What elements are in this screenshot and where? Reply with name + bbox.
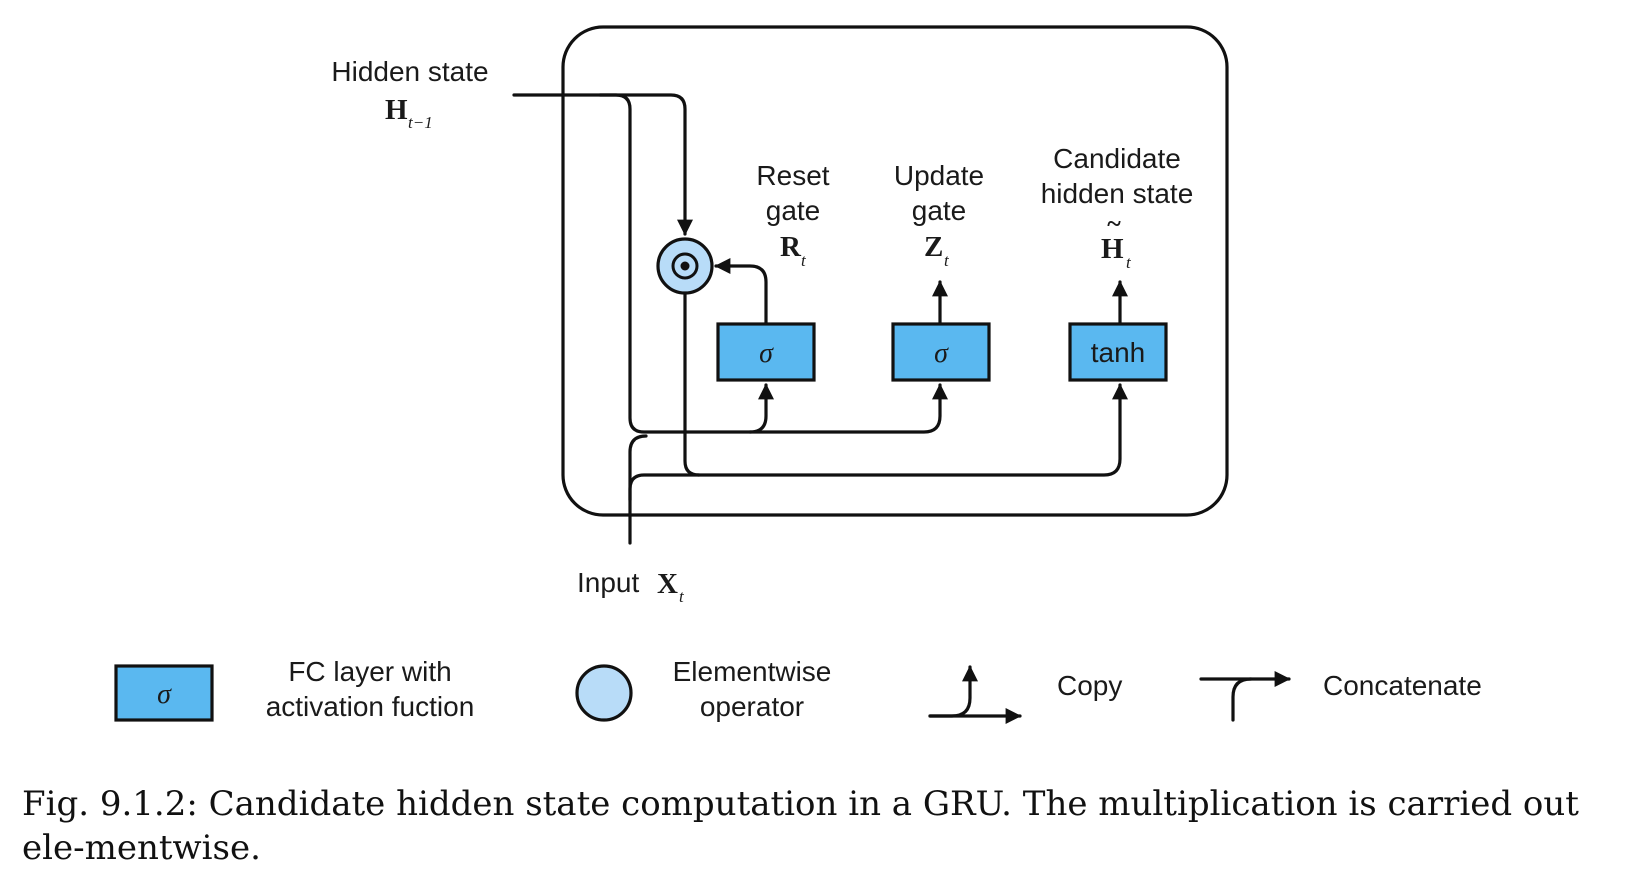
candidate-tilde: ~ bbox=[1107, 209, 1121, 238]
update-gate-subscript: t bbox=[944, 251, 950, 270]
update-fc-label: σ bbox=[934, 338, 949, 369]
update-gate-label-line2: gate bbox=[912, 195, 967, 226]
input-label: Input bbox=[577, 567, 639, 598]
hidden-state-label: Hidden state bbox=[331, 56, 488, 87]
reset-gate-subscript: t bbox=[801, 251, 807, 270]
reset-gate-label-line1: Reset bbox=[756, 160, 829, 191]
legend-fc-symbol: σ bbox=[157, 679, 172, 710]
gru-cell-boundary bbox=[561, 25, 1229, 517]
input-symbol: X bbox=[657, 568, 678, 600]
reset-to-operator-wire bbox=[714, 258, 768, 325]
input-subscript: t bbox=[679, 587, 685, 606]
update-gate-symbol: Z bbox=[924, 231, 943, 263]
reset-fc-label: σ bbox=[759, 338, 774, 369]
figure-caption: Fig. 9.1.2: Candidate hidden state compu… bbox=[22, 784, 1579, 868]
hidden-state-wire-to-gates bbox=[512, 93, 774, 434]
input-wire-to-tanh bbox=[628, 473, 701, 502]
legend-fc-layer-icon: σ bbox=[114, 664, 214, 722]
legend-copy-icon bbox=[928, 665, 1022, 724]
legend-op-label-line1: Elementwise bbox=[673, 656, 832, 687]
legend-concatenate-label: Concatenate bbox=[1323, 670, 1482, 701]
candidate-fc-label: tanh bbox=[1091, 337, 1146, 368]
candidate-subscript: t bbox=[1126, 253, 1132, 272]
candidate-fc-layer: tanh bbox=[1068, 322, 1168, 382]
input-wire-to-gates bbox=[628, 434, 648, 545]
reset-gate-label-line2: gate bbox=[766, 195, 821, 226]
hidden-state-wire-to-update bbox=[748, 383, 948, 434]
legend: σ FC layer with activation fuction Eleme… bbox=[114, 656, 1482, 724]
legend-concatenate-icon bbox=[1199, 671, 1291, 722]
candidate-label-line1: Candidate bbox=[1053, 143, 1181, 174]
legend-elementwise-icon bbox=[575, 664, 633, 722]
legend-fc-label-line2: activation fuction bbox=[266, 691, 475, 722]
hidden-state-wire-to-operator bbox=[598, 93, 693, 236]
elementwise-product-icon bbox=[656, 237, 714, 295]
candidate-symbol: H bbox=[1101, 233, 1124, 265]
update-gate-label-line1: Update bbox=[894, 160, 984, 191]
reset-fc-layer: σ bbox=[716, 322, 816, 382]
legend-fc-label-line1: FC layer with bbox=[288, 656, 451, 687]
candidate-label-line2: hidden state bbox=[1041, 178, 1194, 209]
hidden-state-symbol: H bbox=[385, 94, 408, 126]
hidden-state-subscript: t−1 bbox=[408, 113, 433, 132]
update-fc-layer: σ bbox=[891, 322, 991, 382]
operator-output-wire bbox=[683, 290, 1128, 477]
legend-op-label-line2: operator bbox=[700, 691, 804, 722]
reset-gate-symbol: R bbox=[780, 231, 802, 263]
legend-copy-label: Copy bbox=[1057, 670, 1122, 701]
